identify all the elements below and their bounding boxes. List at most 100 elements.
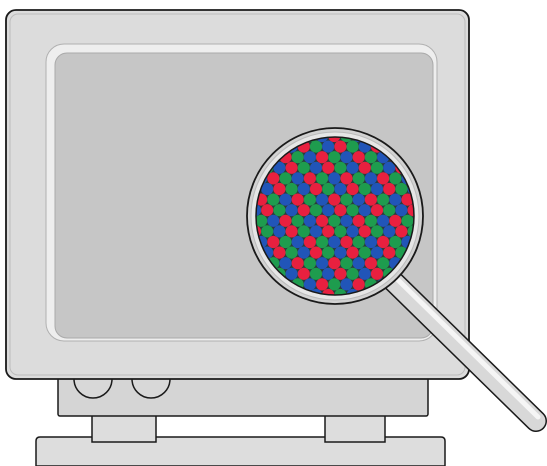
phosphor-dot — [304, 236, 316, 248]
phosphor-dot — [292, 151, 304, 163]
phosphor-dot — [347, 162, 359, 174]
phosphor-dot — [322, 204, 334, 216]
phosphor-dot — [365, 151, 377, 163]
phosphor-dot — [273, 204, 285, 216]
phosphor-dot — [365, 172, 377, 184]
phosphor-dot — [334, 183, 346, 195]
phosphor-dot — [310, 141, 322, 153]
phosphor-dot — [359, 204, 371, 216]
phosphor-dot — [328, 257, 340, 269]
phosphor-dot — [279, 172, 291, 184]
phosphor-dot — [322, 268, 334, 280]
phosphor-dot — [340, 151, 352, 163]
phosphor-dot — [316, 172, 328, 184]
phosphor-dot — [389, 172, 401, 184]
phosphor-dot — [365, 215, 377, 227]
phosphor-dot — [328, 151, 340, 163]
phosphor-dot — [353, 257, 365, 269]
phosphor-dot — [322, 247, 334, 259]
phosphor-dot — [298, 204, 310, 216]
phosphor-dot — [316, 257, 328, 269]
phosphor-dot — [322, 225, 334, 237]
phosphor-dot — [359, 268, 371, 280]
phosphor-dot — [322, 141, 334, 153]
phosphor-dot — [286, 183, 298, 195]
phosphor-dot — [279, 215, 291, 227]
phosphor-dot — [310, 204, 322, 216]
phosphor-dot — [279, 236, 291, 248]
phosphor-dot — [304, 151, 316, 163]
phosphor-dot — [292, 257, 304, 269]
phosphor-dot — [298, 183, 310, 195]
phosphor-dot — [371, 204, 383, 216]
phosphor-dot — [267, 172, 279, 184]
phosphor-dot — [310, 162, 322, 174]
phosphor-dot — [365, 236, 377, 248]
phosphor-dot — [347, 247, 359, 259]
phosphor-dot — [286, 162, 298, 174]
phosphor-dot — [292, 172, 304, 184]
phosphor-dot — [340, 257, 352, 269]
phosphor-dot — [286, 225, 298, 237]
phosphor-dot — [334, 225, 346, 237]
phosphor-dot — [310, 247, 322, 259]
phosphor-dot — [395, 183, 407, 195]
phosphor-dot — [328, 194, 340, 206]
phosphor-dot — [292, 215, 304, 227]
phosphor-dot — [298, 247, 310, 259]
phosphor-dot — [347, 204, 359, 216]
phosphor-dot — [340, 278, 352, 290]
phosphor-dot — [371, 225, 383, 237]
phosphor-dot — [328, 236, 340, 248]
phosphor-dot — [383, 225, 395, 237]
phosphor-dot — [340, 172, 352, 184]
phosphor-dot — [310, 268, 322, 280]
phosphor-dot — [316, 215, 328, 227]
phosphor-dot — [353, 151, 365, 163]
phosphor-dot — [389, 215, 401, 227]
phosphor-dot — [377, 194, 389, 206]
phosphor-dot — [267, 194, 279, 206]
phosphor-dot — [316, 278, 328, 290]
phosphor-dot — [383, 247, 395, 259]
phosphor-dot — [292, 236, 304, 248]
phosphor-dot — [347, 268, 359, 280]
phosphor-dot — [359, 162, 371, 174]
phosphor-dot — [340, 194, 352, 206]
phosphor-dot — [328, 215, 340, 227]
phosphor-dot — [353, 215, 365, 227]
phosphor-dot — [371, 162, 383, 174]
phosphor-dot — [304, 172, 316, 184]
phosphor-dot — [359, 183, 371, 195]
phosphor-dot — [304, 215, 316, 227]
phosphor-dot — [371, 183, 383, 195]
phosphor-dot — [334, 162, 346, 174]
phosphor-dot — [377, 236, 389, 248]
phosphor-dot — [267, 236, 279, 248]
phosphor-dot — [334, 268, 346, 280]
phosphor-dot — [359, 247, 371, 259]
phosphor-dot — [353, 194, 365, 206]
phosphor-dot — [316, 236, 328, 248]
phosphor-dot — [340, 215, 352, 227]
phosphor-dot — [286, 247, 298, 259]
phosphor-dot — [389, 236, 401, 248]
phosphor-dot — [365, 257, 377, 269]
phosphor-dot — [377, 257, 389, 269]
phosphor-dot — [279, 194, 291, 206]
phosphor-dot — [322, 183, 334, 195]
phosphor-dot — [298, 268, 310, 280]
phosphor-dot — [371, 247, 383, 259]
phosphor-dot — [292, 194, 304, 206]
phosphor-dot — [261, 204, 273, 216]
phosphor-dot — [279, 257, 291, 269]
phosphor-dot — [273, 247, 285, 259]
phosphor-dot — [377, 172, 389, 184]
phosphor-dot — [334, 204, 346, 216]
phosphor-dot — [334, 247, 346, 259]
phosphor-dot — [328, 278, 340, 290]
phosphor-dot — [395, 204, 407, 216]
phosphor-dot — [304, 194, 316, 206]
phosphor-dot — [371, 268, 383, 280]
